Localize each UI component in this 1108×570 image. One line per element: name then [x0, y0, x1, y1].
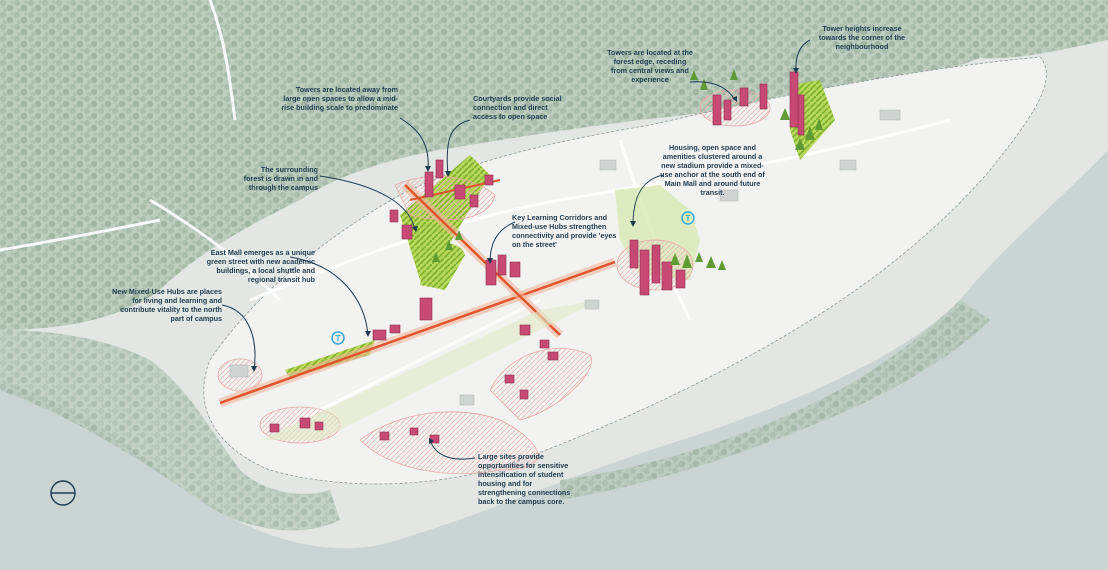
forest-south — [560, 300, 990, 500]
note-courtyards: Courtyards provide social connection and… — [473, 94, 562, 121]
note-housing-stadium: Housing, open space and amenities cluste… — [660, 143, 765, 197]
compass-icon — [50, 480, 76, 506]
leader-lines — [221, 39, 811, 460]
note-forest-drawn-in: The surrounding forest is drawn in and t… — [243, 165, 318, 192]
green-space-forest-finger — [420, 243, 465, 290]
svg-text:T: T — [686, 214, 691, 223]
transit-hub-icon: T — [681, 211, 695, 225]
buildings — [269, 71, 805, 444]
note-towers-forest-edge: Towers are located at the forest edge, r… — [607, 48, 693, 84]
roads — [0, 0, 951, 422]
note-east-mall: East Mall emerges as a unique green stre… — [206, 248, 315, 284]
transit-hub-icon: T — [331, 331, 345, 345]
main-mall-strip — [260, 300, 600, 440]
note-learning-corridors: Key Learning Corridors and Mixed-use Hub… — [512, 213, 617, 249]
existing-buildings — [229, 109, 901, 406]
leader-arrowheads — [251, 68, 799, 444]
note-large-sites: Large sites provide opportunities for se… — [478, 452, 571, 506]
note-tower-heights: Tower heights increase towards the corne… — [818, 24, 906, 51]
forest-west — [0, 330, 340, 531]
note-mixed-use-hubs: New Mixed-Use Hubs are places for living… — [112, 287, 222, 323]
svg-text:T: T — [336, 334, 341, 343]
note-towers-away: Towers are located away from large open … — [281, 85, 398, 112]
tree-clusters — [432, 69, 823, 270]
forest-north — [0, 0, 1108, 330]
